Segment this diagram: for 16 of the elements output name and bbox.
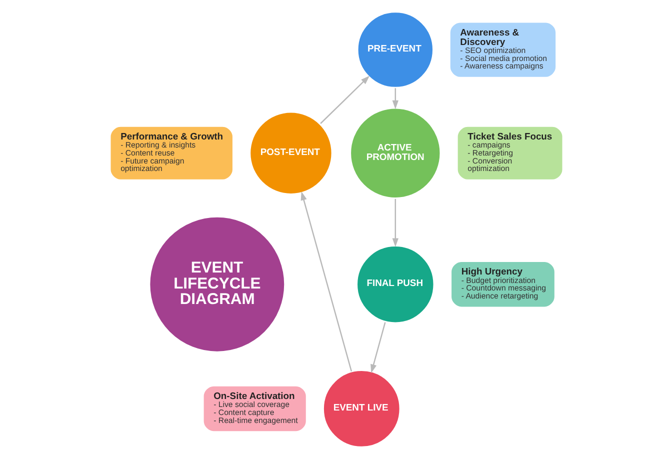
node-circle: EVENT LIFECYCLE DIAGRAM (150, 217, 284, 352)
node-box: Performance & Growth - Reporting & insights - Content reuse - Future campaign optimization (110, 126, 232, 180)
node-box: On-Site Activation - Live social coverage - Content capture - Real-time engagement (203, 386, 306, 432)
node-box: High Urgency - Budget prioritization - Countdown messaging - Audience retargeting (451, 262, 554, 307)
node-circle: ACTIVE PROMOTION (348, 106, 442, 200)
arrow (392, 198, 398, 248)
node-circle: POST-EVENT (248, 110, 334, 196)
arrow (300, 192, 352, 372)
node-box: Awareness & Discovery - SEO optimization - Social media promotion - Awareness campaigns (450, 22, 556, 77)
arrow (320, 76, 370, 124)
node-circle: FINAL PUSH (354, 244, 436, 325)
node-circle: EVENT LIVE (321, 368, 402, 449)
arrow (392, 88, 398, 110)
node-circle: PRE-EVENT (355, 10, 434, 90)
arrow (370, 322, 386, 374)
node-box: Ticket Sales Focus - campaigns - Retargeting - Conversion optimization (457, 126, 562, 180)
